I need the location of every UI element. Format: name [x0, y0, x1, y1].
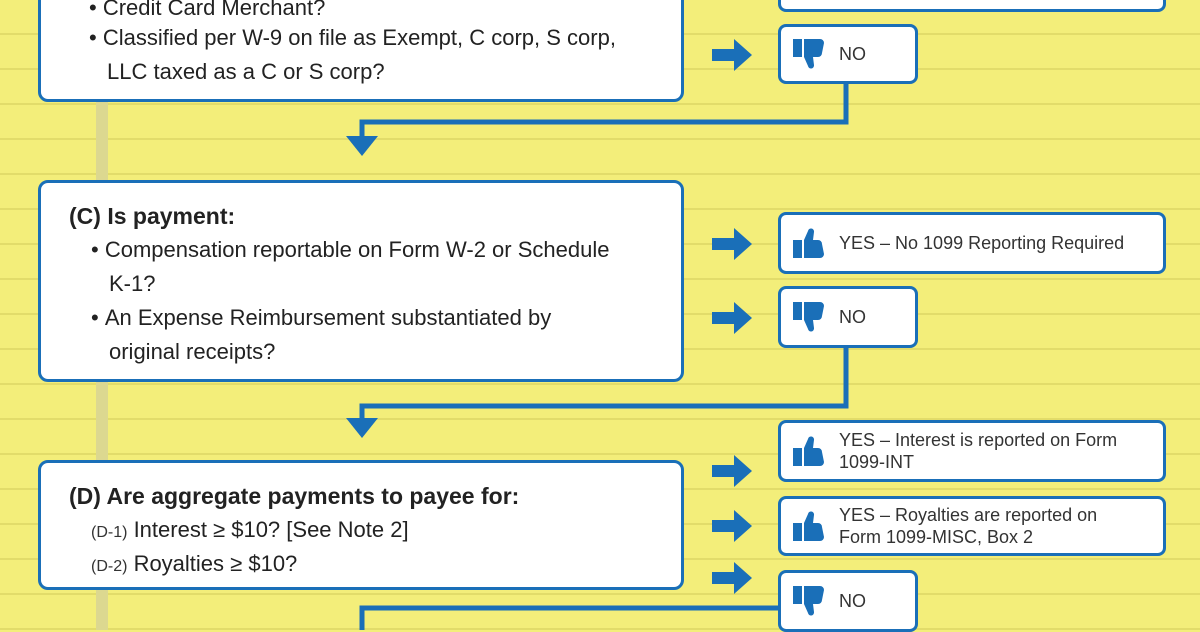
- thumbs-down-icon: [793, 39, 824, 69]
- answer-box-c-no: NO: [778, 286, 918, 348]
- answer-no-label: NO: [839, 591, 866, 611]
- question-box-b: • Credit Card Merchant? • Classified per…: [38, 0, 684, 102]
- bullet-c-1: • Compensation reportable on Form W-2 or…: [91, 237, 610, 262]
- arrow-right-icon: [712, 510, 752, 542]
- answer-no-label: NO: [839, 307, 866, 327]
- answer-yes-label: YES – No 1099 Reporting Required: [839, 233, 1125, 253]
- thumbs-down-icon: [793, 302, 824, 332]
- bullet-b-2-cont: LLC taxed as a C or S corp?: [107, 59, 385, 84]
- arrow-right-icon: [712, 228, 752, 260]
- thumbs-up-icon: [793, 228, 824, 258]
- thumbs-down-icon: [793, 586, 824, 616]
- question-box-d: (D) Are aggregate payments to payee for:…: [38, 460, 684, 590]
- bullet-c-1-cont: K-1?: [109, 271, 156, 296]
- thumbs-up-icon: [793, 511, 824, 541]
- question-box-c: (C) Is payment: • Compensation reportabl…: [38, 180, 684, 382]
- answer-no-label: NO: [839, 44, 866, 64]
- arrow-right-icon: [712, 562, 752, 594]
- question-c-title: (C) Is payment:: [69, 203, 236, 229]
- answer-box-b-yes-partial: [778, 0, 1166, 12]
- arrow-right-icon: [712, 302, 752, 334]
- bullet-b-1: • Credit Card Merchant?: [89, 0, 326, 20]
- arrow-right-icon: [712, 39, 752, 71]
- question-d-title: (D) Are aggregate payments to payee for:: [69, 483, 520, 509]
- item-d-2: (D-2) Royalties ≥ $10?: [91, 551, 298, 576]
- answer-box-d-no: NO: [778, 570, 918, 632]
- bullet-c-2-cont: original receipts?: [109, 339, 276, 364]
- answer-box-b-no: NO: [778, 24, 918, 84]
- bullet-b-2: • Classified per W-9 on file as Exempt, …: [89, 25, 616, 50]
- item-d-1: (D-1) Interest ≥ $10? [See Note 2]: [91, 517, 409, 542]
- arrow-right-icon: [712, 455, 752, 487]
- answer-box-c-yes: YES – No 1099 Reporting Required: [778, 212, 1166, 274]
- thumbs-up-icon: [793, 436, 824, 466]
- bullet-c-2: • An Expense Reimbursement substantiated…: [91, 305, 552, 330]
